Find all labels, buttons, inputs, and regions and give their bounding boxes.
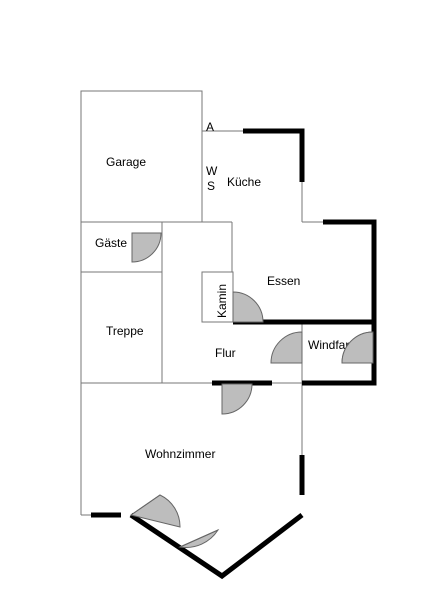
gaeste-door <box>131 232 162 263</box>
labels: Garage A W S Küche Gäste Essen Kamin Tre… <box>95 120 359 461</box>
wohnzimmer-door <box>221 383 253 415</box>
kueche-label: Küche <box>227 175 261 189</box>
marker-s: S <box>207 179 215 193</box>
kitchen-exterior-wall <box>243 128 305 182</box>
garage-label: Garage <box>106 155 146 169</box>
flur-label: Flur <box>215 346 236 360</box>
garage-outline <box>80 90 203 223</box>
terrace-door-right-leaf <box>179 529 219 548</box>
terrace-door-left-leaf <box>130 494 161 516</box>
marker-a: A <box>206 120 214 134</box>
kamin-label: Kamin <box>215 284 229 318</box>
doors <box>129 232 374 548</box>
windfang-door-overlay <box>341 331 374 364</box>
essen-door <box>232 291 264 323</box>
flur-door <box>270 331 303 364</box>
essen-label: Essen <box>267 274 300 288</box>
bay-window-wall <box>129 512 304 580</box>
east-exterior-wall <box>302 219 377 386</box>
treppe-label: Treppe <box>106 324 144 338</box>
wohnzimmer-label: Wohnzimmer <box>145 447 215 461</box>
marker-w: W <box>206 164 218 178</box>
gaeste-label: Gäste <box>95 236 127 250</box>
terrace-door-left <box>129 494 181 528</box>
thick-walls <box>91 128 377 580</box>
